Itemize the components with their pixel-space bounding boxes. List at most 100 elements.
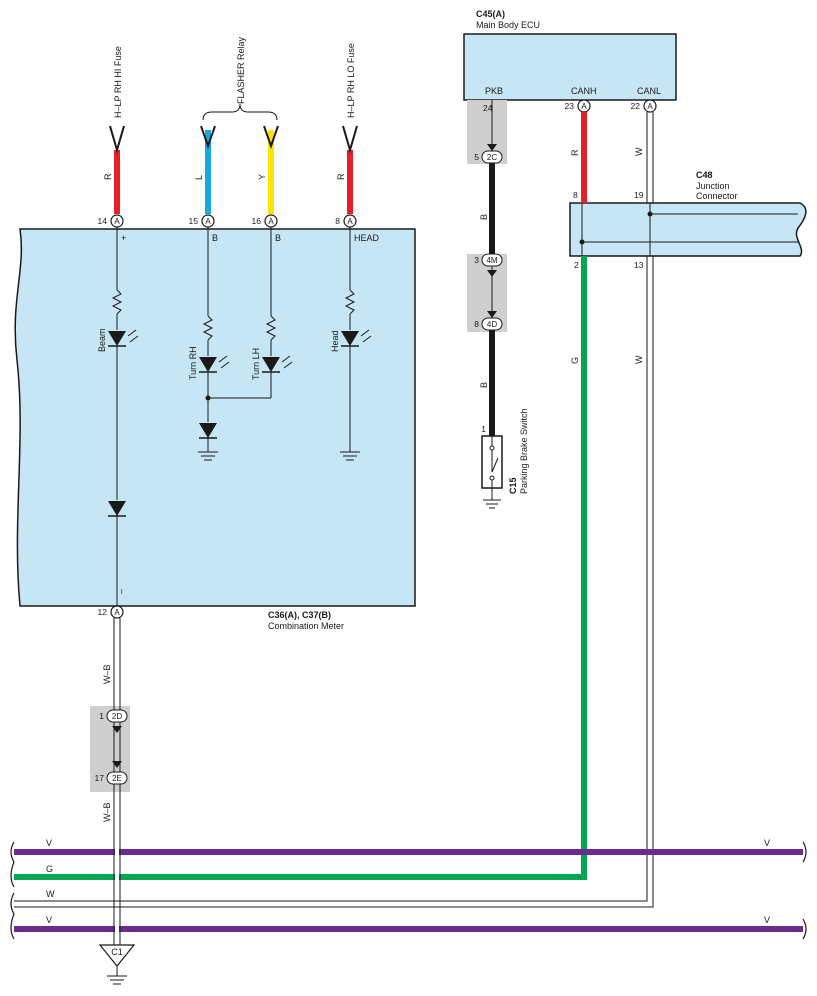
- svg-text:17: 17: [95, 773, 105, 783]
- wire-color-w: W: [634, 355, 644, 364]
- turn-rh-led-icon: [199, 355, 230, 373]
- flasher-relay-label: FLASHER Relay: [236, 36, 246, 104]
- svg-text:12: 12: [98, 607, 108, 617]
- wire-color-wb-lower: W–B: [102, 802, 112, 822]
- wire-color-y-16: Y: [257, 174, 267, 180]
- junction-pin-8: 8: [573, 190, 578, 200]
- bus-v2-left: V: [46, 915, 52, 925]
- wire-color-l-15: L: [194, 175, 204, 180]
- wire-color-r-8: R: [336, 173, 346, 180]
- beam-diode-icon: [108, 501, 126, 517]
- svg-text:A: A: [114, 217, 120, 226]
- ecu-name: Main Body ECU: [476, 20, 540, 30]
- svg-text:C1: C1: [111, 947, 123, 957]
- bus-g-left: G: [46, 864, 53, 874]
- white-can-wire: [14, 256, 654, 908]
- svg-text:3: 3: [474, 255, 479, 265]
- beam-led-icon: [108, 329, 139, 347]
- flasher-relay-brace: [202, 103, 278, 121]
- turn-lh-led-icon: [262, 355, 293, 373]
- head-ground-icon: [340, 451, 360, 461]
- head-label: Head: [330, 330, 340, 352]
- svg-text:16: 16: [252, 216, 262, 226]
- bus-v1-left: V: [46, 838, 52, 848]
- splice-4d: 4D 8: [474, 317, 503, 331]
- ecu-pin-22: A 22: [631, 99, 657, 113]
- pin-label-head: HEAD: [354, 233, 380, 243]
- parking-brake-code: C15: [508, 477, 518, 494]
- wire-color-g: G: [570, 357, 580, 364]
- wire-color-canh: R: [570, 149, 580, 156]
- splice-4m: 4M 3: [474, 253, 503, 267]
- ecu-pin-canh: CANH: [571, 86, 597, 96]
- junction-connector-box: [569, 202, 807, 257]
- pin-label-b-15: B: [212, 233, 218, 243]
- junction-pin-19: 19: [634, 190, 644, 200]
- pin-label-b-16: B: [275, 233, 281, 243]
- ecu-pin-canl: CANL: [637, 86, 661, 96]
- svg-text:A: A: [268, 217, 274, 226]
- turn-ground-icon: [198, 451, 218, 461]
- svg-text:8: 8: [335, 216, 340, 226]
- splice-2e: 2E 17: [95, 761, 128, 785]
- wire-color-canl: W: [634, 147, 644, 156]
- meter-pin-16: A 16: [252, 214, 278, 228]
- pkb-pin-num: 24: [483, 103, 493, 113]
- svg-text:4M: 4M: [486, 256, 497, 265]
- wire-color-wb-upper: W–B: [102, 664, 112, 684]
- svg-text:A: A: [347, 217, 353, 226]
- turn-lh-label: Turn LH: [251, 348, 261, 380]
- svg-text:8: 8: [474, 319, 479, 329]
- svg-text:2E: 2E: [112, 774, 122, 783]
- hi-fuse-label: H–LP RH HI Fuse: [113, 46, 123, 118]
- combination-meter-box: [14, 228, 416, 607]
- bus-v1-right: V: [764, 838, 770, 848]
- svg-text:1: 1: [99, 711, 104, 721]
- meter-pin-15: A 15: [189, 214, 215, 228]
- junction-name-2: Connector: [696, 191, 738, 201]
- parking-brake-name: Parking Brake Switch: [519, 408, 529, 494]
- bus-v2-right: V: [764, 915, 770, 925]
- splice-2d: 2D 1: [99, 709, 128, 733]
- splice-2c: 2C 5: [474, 150, 503, 164]
- wire-color-r-14: R: [103, 173, 113, 180]
- svg-text:22: 22: [631, 101, 641, 111]
- lo-fuse-label: H–LP RH LO Fuse: [346, 43, 356, 118]
- svg-text:4D: 4D: [487, 320, 497, 329]
- beam-label: Beam: [97, 328, 107, 352]
- ground-point-c1: C1: [98, 944, 136, 985]
- wire-color-b-lower: B: [479, 382, 489, 388]
- junction-name-1: Junction: [696, 181, 730, 191]
- svg-text:23: 23: [565, 101, 575, 111]
- svg-text:A: A: [205, 217, 211, 226]
- svg-text:2C: 2C: [487, 153, 497, 162]
- svg-text:A: A: [647, 102, 653, 111]
- meter-pin-14: A 14: [98, 214, 124, 228]
- pin-label-minus: –: [116, 589, 126, 594]
- turn-rh-label: Turn RH: [188, 346, 198, 380]
- combination-meter-name: Combination Meter: [268, 621, 344, 631]
- svg-text:2D: 2D: [112, 712, 122, 721]
- junction-pin-13: 13: [634, 260, 644, 270]
- meter-pin-8: A 8: [335, 214, 357, 228]
- pin-label-plus: +: [121, 233, 126, 243]
- main-body-ecu-box: [463, 33, 677, 101]
- ecu-pin-23: A 23: [565, 99, 591, 113]
- head-led-icon: [341, 329, 372, 347]
- meter-pin-12: A 12: [98, 605, 124, 619]
- junction-code: C48: [696, 170, 713, 180]
- bus-w-left: W: [46, 889, 55, 899]
- svg-text:15: 15: [189, 216, 199, 226]
- svg-text:A: A: [581, 102, 587, 111]
- parking-brake-switch: 1: [481, 424, 503, 509]
- svg-text:1: 1: [481, 424, 486, 434]
- svg-text:5: 5: [474, 152, 479, 162]
- junction-pin-2: 2: [574, 260, 579, 270]
- turn-diode-icon: [199, 423, 217, 439]
- wire-color-b-upper: B: [479, 214, 489, 220]
- green-can-wire: [14, 256, 587, 880]
- svg-text:A: A: [114, 608, 120, 617]
- combination-meter-code: C36(A), C37(B): [268, 610, 331, 620]
- ecu-code: C45(A): [476, 9, 505, 19]
